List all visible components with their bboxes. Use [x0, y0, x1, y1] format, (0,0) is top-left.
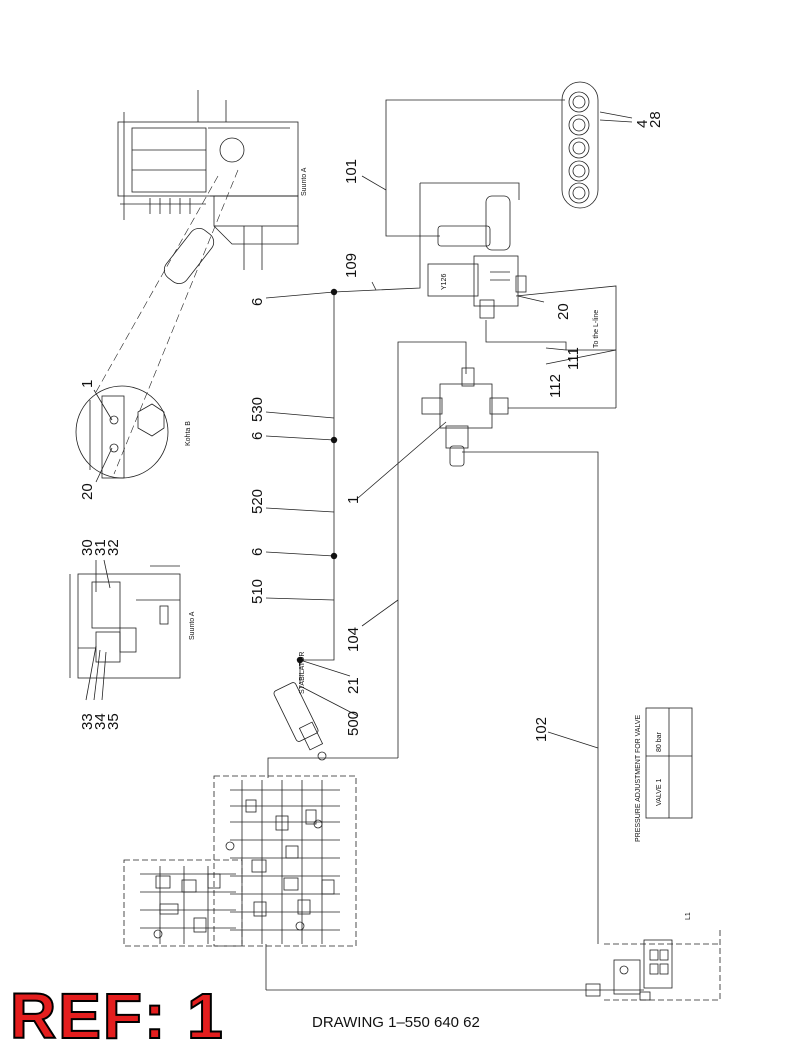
label-l1: L1	[685, 912, 692, 920]
junction-node	[296, 656, 304, 664]
callout-109: 109	[343, 253, 360, 278]
hydraulic-control-schematic	[123, 775, 596, 991]
label-stabilator: STABILATOR	[299, 652, 306, 694]
pressure-valve-block	[421, 367, 509, 467]
callout-28: 28	[647, 111, 664, 128]
callout-20: 20	[555, 303, 572, 320]
junction-node	[330, 436, 338, 444]
callout-33: 33	[79, 713, 96, 730]
callout-101: 101	[343, 159, 360, 184]
callout-31: 31	[92, 539, 109, 556]
callout-1: 1	[79, 380, 96, 388]
callout-32: 32	[105, 539, 122, 556]
junction-node	[330, 288, 338, 296]
label-y126: Y126	[441, 274, 448, 290]
table-cell-pressure: 80 bar	[656, 731, 663, 752]
label-suunto-a-mid: Suunto A	[189, 611, 196, 640]
callout-104: 104	[345, 627, 362, 652]
pump-unit	[585, 930, 721, 1001]
callout-500: 500	[345, 711, 362, 736]
callout-30: 30	[79, 539, 96, 556]
callout-111: 111	[565, 347, 582, 370]
solenoid-valve-block	[427, 195, 527, 319]
callout-4: 4	[634, 120, 651, 128]
junction-node	[330, 552, 338, 560]
callout-6: 6	[249, 298, 266, 306]
callout-510: 510	[249, 579, 266, 604]
callout-34: 34	[92, 713, 109, 730]
callout-35: 35	[105, 713, 122, 730]
gauge-panel	[561, 81, 633, 209]
machine-top-view	[117, 90, 299, 285]
detail-b-circle	[75, 385, 169, 479]
callout-112: 112	[547, 374, 564, 398]
table-cell-valve: VALVE 1	[656, 779, 663, 806]
callout-1: 1	[345, 496, 362, 504]
callout-102: 102	[533, 717, 550, 742]
callout-530: 530	[249, 397, 266, 422]
callout-21: 21	[345, 677, 362, 694]
callout-6: 6	[249, 548, 266, 556]
table-title: PRESSURE ADJUSTMENT FOR VALVE	[635, 714, 642, 842]
label-to-l-line: To the L-line	[593, 310, 600, 348]
stabilator-valve	[273, 682, 327, 761]
detail-a-view	[69, 565, 181, 679]
pressure-table-frame	[645, 707, 693, 819]
callout-6: 6	[249, 432, 266, 440]
drawing-number: DRAWING 1–550 640 62	[312, 1014, 480, 1031]
callout-520: 520	[249, 489, 266, 514]
ref-badge: REF: 1	[9, 980, 225, 1052]
label-suunto-a-top: Suunto A	[301, 167, 308, 196]
label-kohta-b: Kohta B	[185, 421, 192, 446]
callout-20: 20	[79, 483, 96, 500]
